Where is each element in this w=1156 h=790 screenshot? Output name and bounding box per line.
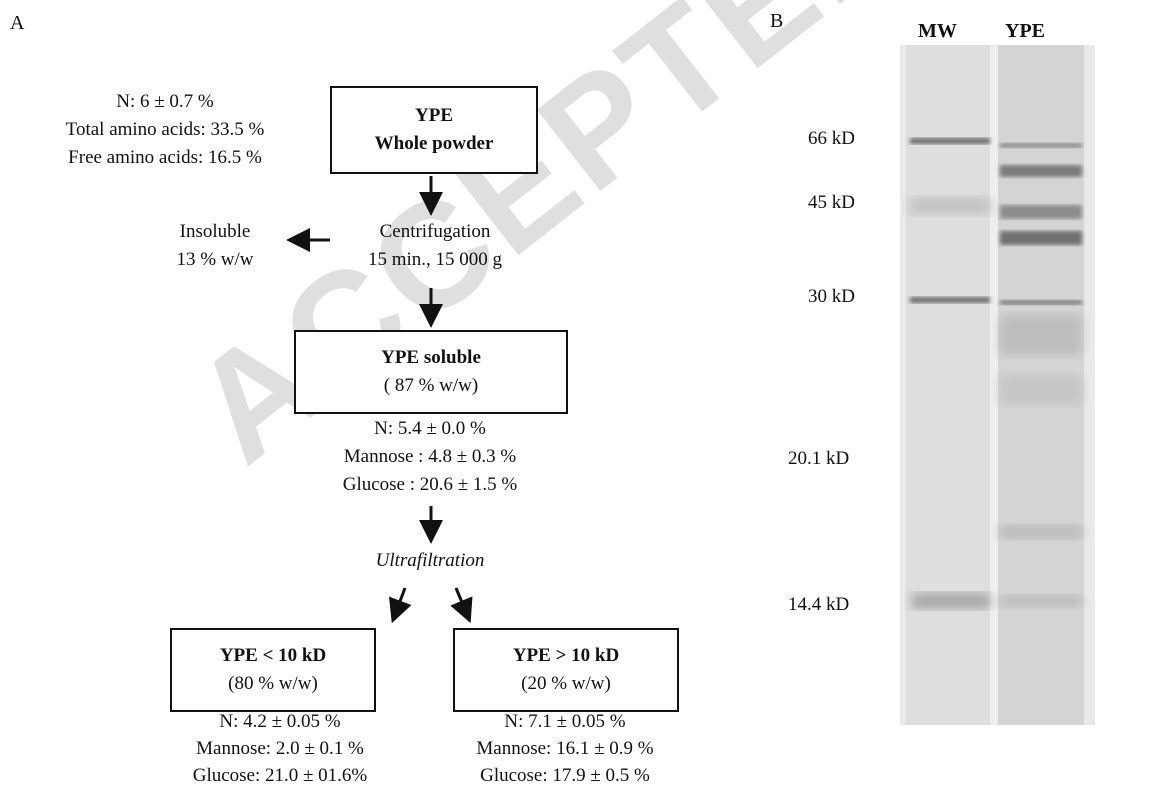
ype-band-2: [1000, 165, 1082, 177]
whole-powder-box: YPE Whole powder: [330, 86, 538, 174]
high-box-line2: (20 % w/w): [521, 673, 611, 694]
panel-a-letter: A: [10, 12, 25, 34]
insoluble-label: Insoluble: [179, 221, 251, 242]
soluble-note-nitrogen: N: 5.4 ± 0.0 %: [374, 418, 486, 439]
lane-mw: [906, 45, 990, 725]
whole-powder-notes: N: 6 ± 0.7 % Total amino acids: 33.5 % F…: [20, 88, 310, 172]
mw-band-45: [910, 197, 990, 215]
whole-box-line1: YPE: [415, 105, 453, 126]
ype-band-5: [1000, 300, 1082, 305]
lane-header-mw: MW: [918, 20, 957, 42]
ype-smear-1: [1000, 315, 1082, 355]
note-nitrogen: N: 6 ± 0.7 %: [116, 91, 214, 112]
ultrafiltration-step: Ultrafiltration: [375, 550, 485, 571]
ype-band-6: [1000, 525, 1082, 539]
marker-label-45: 45 kD: [808, 192, 855, 213]
soluble-box-line2: ( 87 % w/w): [383, 375, 479, 396]
high-mw-notes: N: 7.1 ± 0.05 % Mannose: 16.1 ± 0.9 % Gl…: [440, 708, 690, 789]
whole-box-line2: Whole powder: [374, 133, 494, 154]
ype-band-3: [1000, 205, 1082, 219]
centrifugation-step: Centrifugation 15 min., 15 000 g: [330, 218, 540, 274]
marker-label-14-4: 14.4 kD: [788, 594, 850, 615]
low-note-nitrogen: N: 4.2 ± 0.05 %: [219, 711, 341, 732]
ype-band-4: [1000, 231, 1082, 245]
high-note-mannose: Mannose: 16.1 ± 0.9 %: [476, 738, 654, 759]
centrifugation-label: Centrifugation: [379, 221, 491, 242]
high-note-nitrogen: N: 7.1 ± 0.05 %: [504, 711, 626, 732]
low-box-line1: YPE < 10 kD: [219, 645, 327, 666]
note-total-amino-acids: Total amino acids: 33.5 %: [65, 119, 265, 140]
insoluble-value: 13 % w/w: [176, 249, 254, 270]
arrow-to-low-mw: [388, 587, 412, 624]
lane-separator: [990, 45, 998, 725]
ype-smear-2: [1000, 375, 1082, 405]
centrifugation-conditions: 15 min., 15 000 g: [367, 249, 503, 270]
note-free-amino-acids: Free amino acids: 16.5 %: [68, 147, 262, 168]
high-box-line1: YPE > 10 kD: [512, 645, 620, 666]
low-mw-notes: N: 4.2 ± 0.05 % Mannose: 2.0 ± 0.1 % Glu…: [160, 708, 400, 789]
mw-band-66: [910, 138, 990, 144]
soluble-box: YPE soluble ( 87 % w/w): [294, 330, 568, 414]
high-note-glucose: Glucose: 17.9 ± 0.5 %: [480, 765, 650, 786]
soluble-box-line1: YPE soluble: [381, 347, 481, 368]
soluble-note-mannose: Mannose : 4.8 ± 0.3 %: [343, 446, 517, 467]
low-note-mannose: Mannose: 2.0 ± 0.1 %: [196, 738, 364, 759]
sds-page-gel: [900, 45, 1095, 725]
panel-b-letter: B: [770, 10, 784, 32]
marker-label-66: 66 kD: [808, 128, 855, 149]
marker-label-20-1: 20.1 kD: [788, 448, 850, 469]
soluble-notes: N: 5.4 ± 0.0 % Mannose : 4.8 ± 0.3 % Glu…: [290, 415, 570, 499]
low-mw-box: YPE < 10 kD (80 % w/w): [170, 628, 376, 712]
arrow-to-high-mw: [450, 587, 473, 624]
high-mw-box: YPE > 10 kD (20 % w/w): [453, 628, 679, 712]
mw-band-30: [910, 297, 990, 303]
mw-band-14-4: [912, 593, 990, 609]
ype-band-1: [1000, 143, 1082, 148]
low-note-glucose: Glucose: 21.0 ± 01.6%: [192, 765, 368, 786]
low-box-line2: (80 % w/w): [228, 673, 318, 694]
lane-header-ype: YPE: [1005, 20, 1045, 42]
marker-label-30: 30 kD: [808, 286, 855, 307]
soluble-note-glucose: Glucose : 20.6 ± 1.5 %: [342, 474, 518, 495]
insoluble-fraction: Insoluble 13 % w/w: [150, 218, 280, 274]
ype-band-7: [1000, 595, 1082, 607]
